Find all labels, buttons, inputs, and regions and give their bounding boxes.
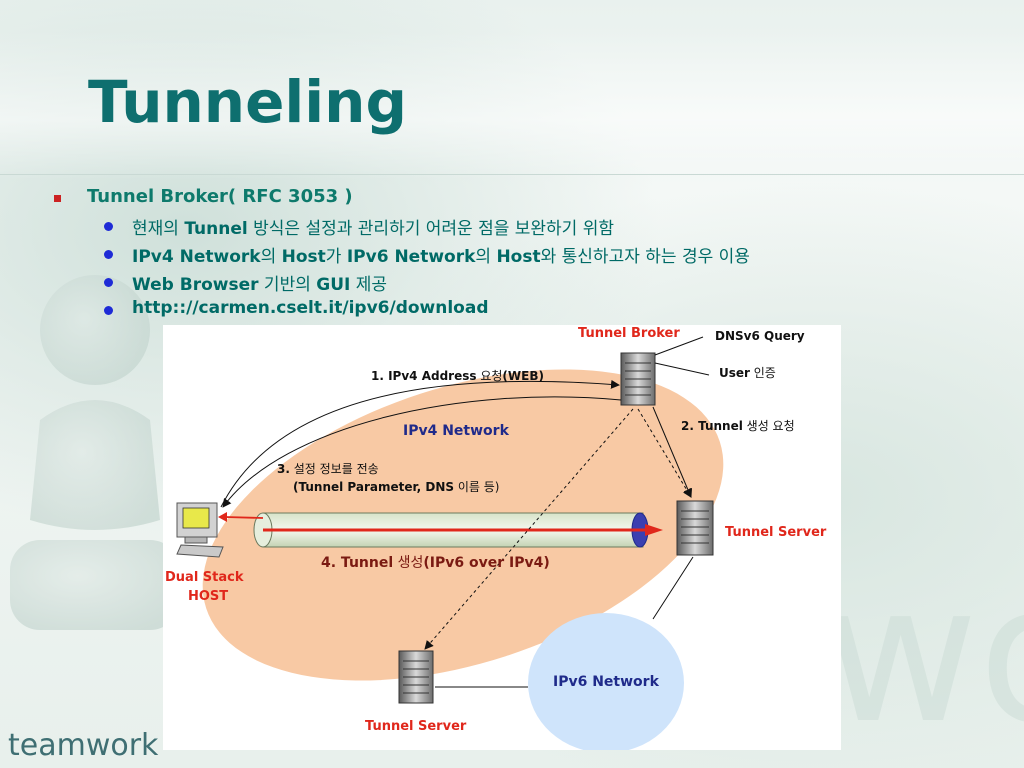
chess-piece-icon (10, 275, 180, 630)
brand-logo: teamwork (8, 728, 159, 763)
title-divider (0, 174, 1024, 175)
slide-title: Tunneling (88, 68, 407, 136)
step3-label: 3. 설정 정보를 전송 (277, 462, 379, 476)
step3-detail-label: (Tunnel Parameter, DNS 이름 등) (293, 480, 500, 494)
title-band (0, 30, 1024, 180)
tunnel-server-right-icon (676, 500, 714, 556)
diagram-svg: Tunnel Broker DNSv6 Query User 인증 1. IPv… (165, 326, 827, 753)
dual-stack-label: Dual Stack (165, 570, 244, 585)
ipv6-network-label: IPv6 Network (553, 674, 660, 690)
step2-label: 2. Tunnel 생성 요청 (681, 419, 795, 433)
bullet-level1-text: Tunnel Broker( RFC 3053 ) (87, 186, 353, 207)
tunnel-broker-server-icon (620, 352, 656, 406)
tunnel-server-right-label: Tunnel Server (725, 525, 827, 540)
dashed-link-2 (424, 408, 634, 650)
step4-label: 4. Tunnel 생성(IPv6 over IPv4) (321, 555, 550, 571)
bullet-item-4-link[interactable]: http:://carmen.cselt.it/ipv6/download (132, 298, 489, 318)
tunnel-broker-label: Tunnel Broker (578, 326, 680, 341)
dns-link (654, 336, 704, 356)
step2-arrow (652, 406, 693, 498)
ipv4-network-label: IPv4 Network (403, 423, 510, 439)
tunnel-broker-diagram: Tunnel Broker DNSv6 Query User 인증 1. IPv… (163, 325, 841, 753)
step1-arrow (220, 379, 620, 508)
bullet-item-1-text: 현재의 Tunnel 방식은 설정과 관리하기 어려운 점을 보완하기 위함 (132, 219, 615, 239)
dot-bullet-icon (104, 222, 113, 231)
server-to-ipv6-link (652, 556, 694, 620)
bullet-item-3-text: Web Browser 기반의 GUI 제공 (132, 275, 388, 295)
ipv6-network-cloud (528, 613, 684, 753)
tunnel-tube (253, 512, 663, 548)
step3-arrow (222, 396, 622, 508)
user-link (654, 362, 710, 376)
dot-bullet-icon (104, 278, 113, 287)
tunnel-server-bottom-label: Tunnel Server (365, 719, 467, 734)
computer-icon (176, 502, 224, 558)
user-auth-label: User 인증 (719, 366, 776, 380)
dnsv6-query-label: DNSv6 Query (715, 329, 805, 343)
step1-label: 1. IPv4 Address 요청(WEB) (371, 369, 544, 383)
tunnel-server-bottom-icon (398, 650, 434, 704)
bullet-item-2-text: IPv4 Network의 Host가 IPv6 Network의 Host와 … (132, 247, 750, 267)
dual-stack-host-label: HOST (188, 589, 228, 604)
dashed-link-1 (637, 408, 692, 498)
square-bullet-icon (54, 195, 61, 202)
dot-bullet-icon (104, 306, 113, 315)
dot-bullet-icon (104, 250, 113, 259)
